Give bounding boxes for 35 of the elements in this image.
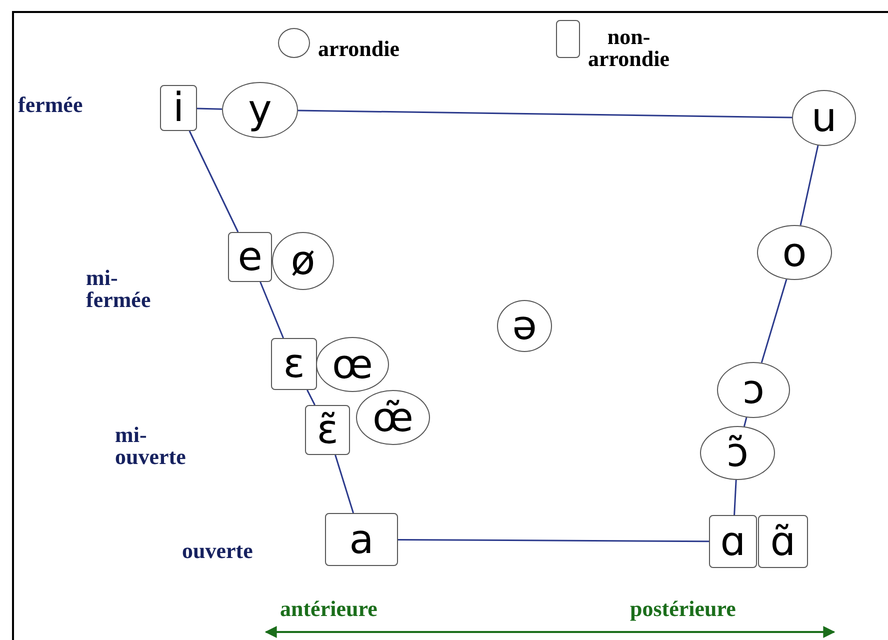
vowel-circle: ø xyxy=(272,232,334,290)
legend-label: non-arrondie xyxy=(588,26,670,70)
chart-line xyxy=(260,282,284,338)
vowel-circle: u xyxy=(792,90,856,146)
chart-line xyxy=(743,417,748,427)
vowel-circle: ɔ̃ xyxy=(700,426,775,480)
row-label: mi-fermée xyxy=(86,267,151,311)
chart-line xyxy=(196,108,222,110)
vowel-circle: œ xyxy=(316,337,389,392)
axis-label: antérieure xyxy=(280,598,378,620)
row-label: mi-ouverte xyxy=(115,424,186,468)
row-label: ouverte xyxy=(182,540,253,562)
vowel-circle: ə xyxy=(497,300,552,352)
vowel-box: ɑ̃ xyxy=(758,515,808,568)
vowel-circle: y xyxy=(222,82,298,138)
vowel-box: ɑ xyxy=(709,515,757,568)
vowel-circle: œ̃ xyxy=(356,390,430,445)
vowel-box: ɛ̃ xyxy=(305,405,350,455)
vowel-box: ɛ xyxy=(271,338,317,390)
vowel-box: a xyxy=(325,513,398,566)
axis-label: postérieure xyxy=(630,598,736,620)
chart-line xyxy=(800,145,819,226)
legend-label: arrondie xyxy=(318,38,400,60)
chart-line xyxy=(306,390,316,406)
chart-line xyxy=(760,279,788,363)
vowel-circle: ɔ xyxy=(717,362,790,418)
vowel-circle: o xyxy=(757,225,832,280)
row-label: fermée xyxy=(18,94,83,116)
chart-line xyxy=(188,130,239,232)
vowel-box: e xyxy=(228,232,272,282)
chart-line xyxy=(734,480,737,516)
chart-line xyxy=(334,454,354,514)
vowel-box: i xyxy=(160,85,197,131)
chart-line xyxy=(298,110,792,118)
chart-line xyxy=(398,538,709,542)
